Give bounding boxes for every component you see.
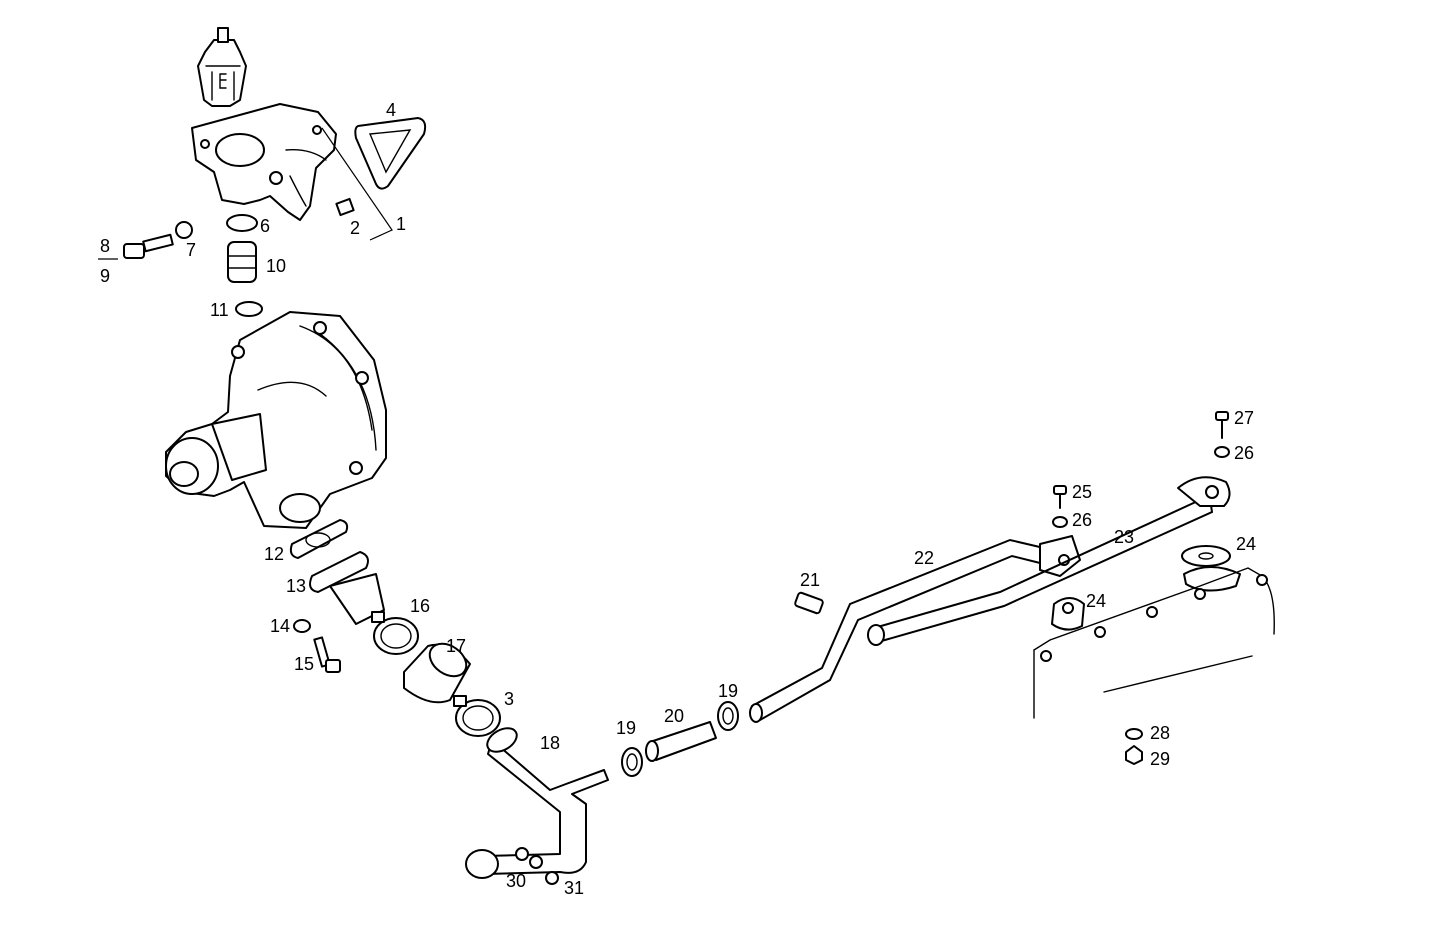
callout-7: 7 [186, 240, 196, 260]
callout-19-left: 19 [616, 718, 636, 738]
callout-16: 16 [410, 596, 430, 616]
hose-clamp-part-19-left [621, 747, 643, 777]
callout-10: 10 [266, 256, 286, 276]
callout-26-upper: 26 [1234, 443, 1254, 463]
callout-20: 20 [664, 706, 684, 726]
callout-18: 18 [540, 733, 560, 753]
hose-part-17 [403, 642, 471, 704]
callout-labels: 1 2 3 4 6 7 8 9 10 11 12 13 14 15 16 17 … [100, 100, 1256, 898]
bolt-part-25 [1053, 485, 1067, 509]
o-ring-part-11 [235, 301, 263, 317]
callout-31: 31 [564, 878, 584, 898]
hose-clamp-part-19-right [717, 701, 739, 731]
callout-12: 12 [264, 544, 284, 564]
callout-2: 2 [350, 218, 360, 238]
callout-29: 29 [1150, 749, 1170, 769]
callout-15: 15 [294, 654, 314, 674]
callout-23: 23 [1114, 527, 1134, 547]
bolt-part-8-9 [123, 233, 174, 259]
water-pump-part [165, 311, 387, 529]
washer-part-26-lower [1052, 516, 1068, 528]
hose-clamp-part-3 [453, 695, 501, 737]
callout-24-lower: 24 [1086, 591, 1106, 611]
callout-28: 28 [1150, 723, 1170, 743]
plug-part-31 [545, 871, 559, 885]
washer-part-28 [1125, 728, 1143, 740]
o-ring-part-6 [226, 214, 258, 232]
thermostat-part [197, 27, 247, 107]
hose-clamp-part-16 [371, 611, 419, 655]
callout-6: 6 [260, 216, 270, 236]
sensor-part-21 [794, 591, 824, 615]
pipe-part-23 [867, 476, 1231, 646]
flange-part-13 [309, 551, 385, 625]
washer-part-14 [293, 619, 311, 633]
hose-part-20 [645, 721, 717, 762]
callout-19-right: 19 [718, 681, 738, 701]
gasket-part-24-upper [1181, 545, 1241, 592]
callout-9: 9 [100, 266, 110, 286]
callout-21: 21 [800, 570, 820, 590]
fitting-part-10 [227, 241, 257, 283]
callout-25: 25 [1072, 482, 1092, 502]
gasket-part-24-lower [1051, 597, 1085, 631]
thermostat-housing-part [191, 103, 337, 221]
callout-13: 13 [286, 576, 306, 596]
callout-27: 27 [1234, 408, 1254, 428]
callout-3: 3 [504, 689, 514, 709]
washer-part-26-upper [1214, 446, 1230, 458]
callout-17: 17 [446, 636, 466, 656]
engine-block-outline [1033, 567, 1275, 719]
callout-26-lower: 26 [1072, 510, 1092, 530]
callout-24-upper: 24 [1236, 534, 1256, 554]
bolt-part-27 [1215, 411, 1229, 439]
callout-4: 4 [386, 100, 396, 120]
plug-part-2 [335, 197, 355, 217]
pipe-part-18 [465, 727, 609, 879]
gasket-part-4 [354, 117, 427, 190]
callout-11: 11 [210, 300, 229, 320]
pipe-part-22 [749, 535, 1081, 723]
callout-14: 14 [270, 616, 290, 636]
callout-8: 8 [100, 236, 110, 256]
nut-part-29 [1125, 745, 1143, 765]
washer-part-7 [175, 221, 193, 239]
callout-22: 22 [914, 548, 934, 568]
callout-1: 1 [396, 214, 406, 234]
gasket-part-12 [289, 519, 349, 559]
leader-line-1 [321, 127, 393, 241]
callout-30: 30 [506, 871, 526, 891]
bolt-part-15 [313, 636, 341, 673]
